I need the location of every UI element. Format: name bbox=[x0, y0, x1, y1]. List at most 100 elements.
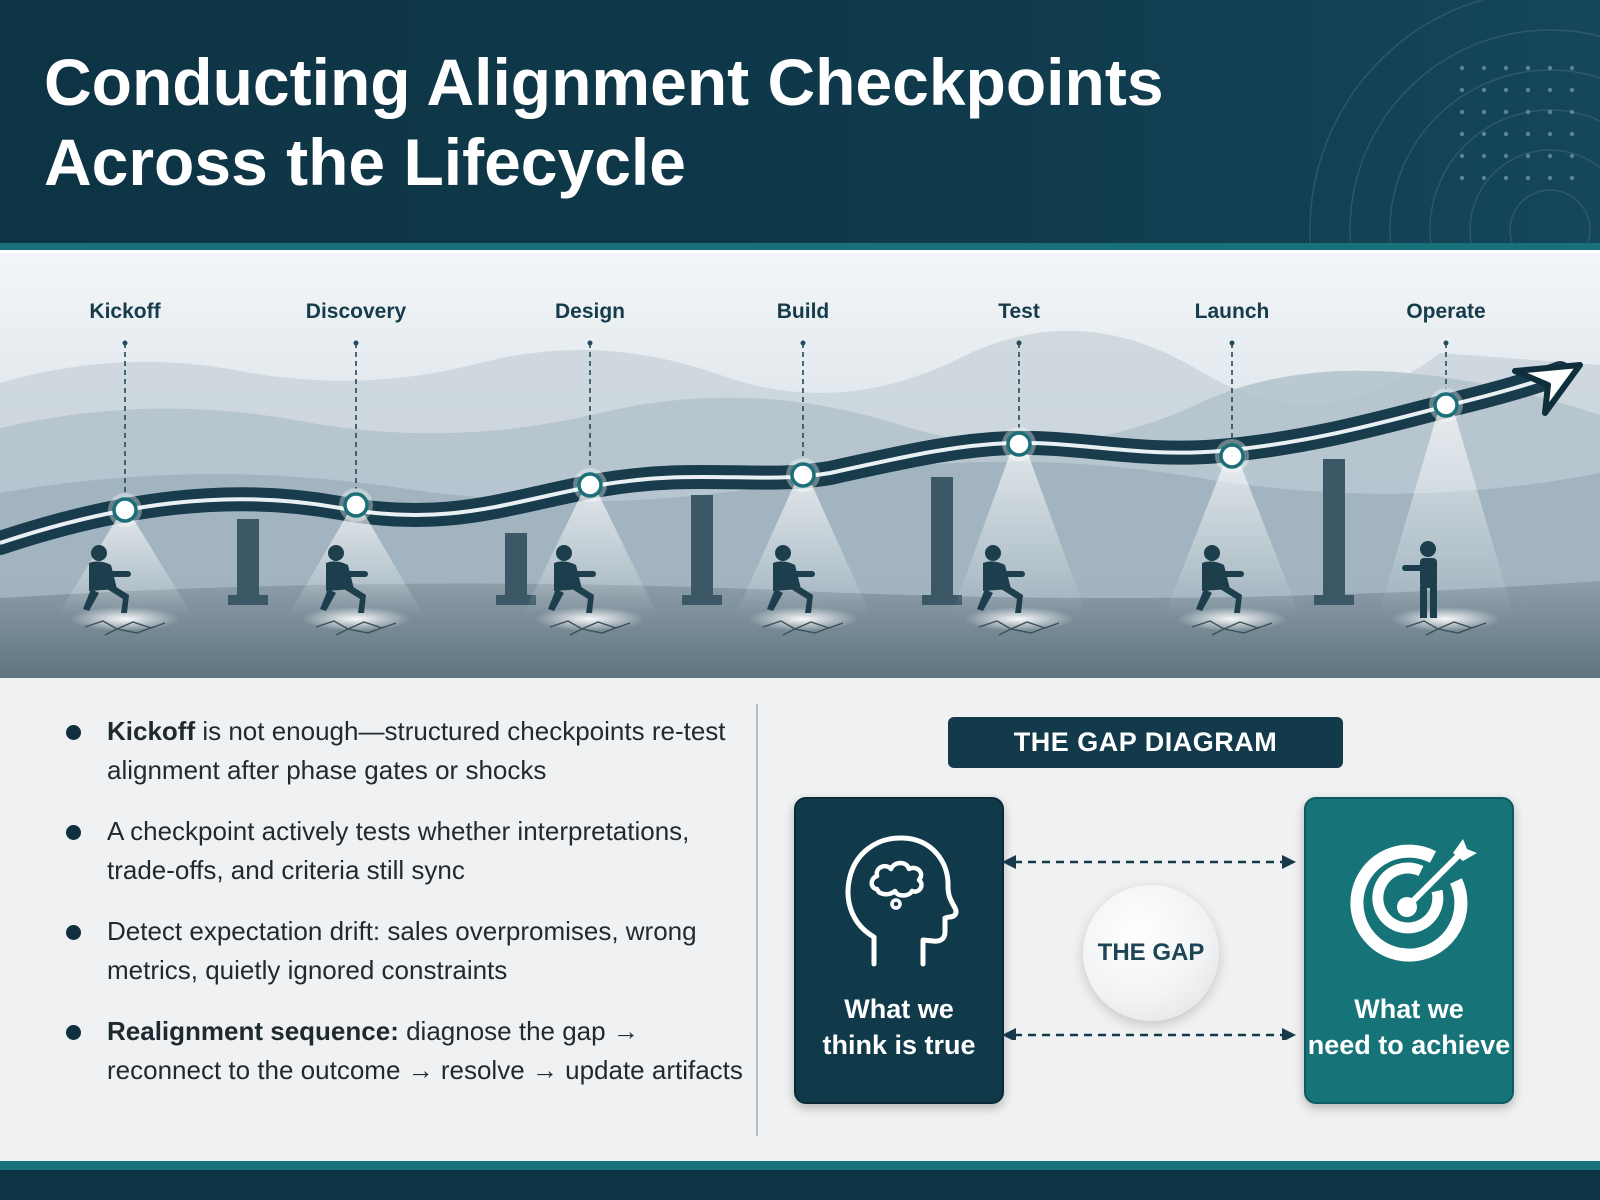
deco-dot bbox=[1503, 87, 1509, 93]
gap-circle-label: THE GAP bbox=[1097, 939, 1205, 966]
bridge-pillar-base bbox=[922, 595, 962, 605]
deco-dot bbox=[1503, 131, 1509, 137]
ground-glow bbox=[301, 607, 411, 631]
worker-leg bbox=[572, 585, 594, 613]
section-divider bbox=[756, 704, 758, 1136]
deco-dot bbox=[1547, 153, 1553, 159]
bridge-pillar bbox=[931, 477, 953, 603]
arrow-right-tip-bottom bbox=[1282, 1028, 1296, 1040]
worker-body bbox=[326, 561, 354, 591]
worker-leg bbox=[320, 589, 336, 611]
worker-arm bbox=[1220, 571, 1244, 577]
deco-dot bbox=[1481, 175, 1487, 181]
worker-body bbox=[554, 561, 582, 591]
worker-figure bbox=[1196, 545, 1244, 613]
checkpoint-node bbox=[577, 472, 603, 498]
checkpoint-node bbox=[1219, 443, 1245, 469]
guide-dot bbox=[587, 340, 593, 346]
bullet-realignment: Realignment sequence: diagnose the gap →… bbox=[64, 1012, 744, 1090]
worker-body bbox=[89, 561, 117, 591]
bullet-kickoff: Kickoff is not enough—structured checkpo… bbox=[64, 712, 744, 790]
deco-dot bbox=[1481, 131, 1487, 137]
arrow-right-tip-top bbox=[1282, 855, 1296, 869]
worker-body bbox=[983, 561, 1011, 591]
worker-leg bbox=[767, 589, 783, 611]
phase-label-discovery: Discovery bbox=[305, 300, 407, 323]
bridge-pillars bbox=[228, 459, 1354, 605]
phase-label-launch: Launch bbox=[1194, 300, 1270, 323]
guide-dot bbox=[1016, 340, 1022, 346]
deco-dot bbox=[1525, 175, 1531, 181]
deco-dot bbox=[1547, 87, 1553, 93]
deco-dot bbox=[1569, 131, 1575, 137]
arrow-left-tip-bottom bbox=[1002, 1028, 1016, 1040]
deco-dot bbox=[1459, 65, 1465, 71]
phase-label-operate: Operate bbox=[1406, 300, 1486, 323]
worker-figure bbox=[83, 545, 131, 613]
worker-arm bbox=[791, 571, 815, 577]
worker-arm bbox=[107, 571, 131, 577]
ground-crack bbox=[84, 620, 166, 636]
phase-label-build: Build bbox=[776, 300, 830, 323]
ground-glow bbox=[70, 607, 180, 631]
ground-glow bbox=[1391, 607, 1501, 631]
bridge-pillar bbox=[1323, 459, 1345, 603]
belief-card-label: What we think is true bbox=[822, 994, 976, 1060]
checkpoint-node bbox=[112, 497, 138, 523]
deco-dot bbox=[1481, 65, 1487, 71]
ground-crack bbox=[762, 620, 844, 636]
worker-figure bbox=[548, 545, 596, 613]
ground-crack bbox=[1405, 620, 1487, 636]
worker-leg bbox=[1420, 586, 1427, 618]
deco-dot bbox=[1481, 87, 1487, 93]
guide-dot bbox=[1229, 340, 1235, 346]
gap-circle: THE GAP bbox=[1083, 885, 1219, 1021]
concentric-arcs-decoration bbox=[1309, 0, 1600, 243]
arrow-left-tip-top bbox=[1002, 855, 1016, 869]
title-line-1: Conducting Alignment Checkpoints bbox=[44, 45, 1164, 119]
deco-dot bbox=[1459, 109, 1465, 115]
worker-head bbox=[91, 545, 107, 561]
worker-figure bbox=[767, 545, 815, 613]
deco-dot bbox=[1459, 87, 1465, 93]
header-rule-teal bbox=[0, 243, 1600, 250]
checkpoint-node bbox=[343, 492, 369, 518]
phase-label-design: Design bbox=[554, 300, 625, 323]
worker-leg bbox=[1196, 589, 1212, 611]
worker-leg bbox=[1430, 586, 1437, 618]
page-title: Conducting Alignment Checkpoints Across … bbox=[44, 42, 1244, 202]
light-beam bbox=[288, 515, 424, 616]
ground-glow bbox=[1177, 607, 1287, 631]
guide-dot bbox=[122, 340, 128, 346]
ground-glow bbox=[535, 607, 645, 631]
ground-crack bbox=[978, 620, 1060, 636]
head-thought-icon bbox=[845, 835, 959, 967]
deco-dot bbox=[1503, 175, 1509, 181]
checkpoint-node bbox=[1433, 392, 1459, 418]
phase-label-kickoff: Kickoff bbox=[89, 300, 161, 323]
deco-dot bbox=[1459, 175, 1465, 181]
worker-figure bbox=[977, 545, 1025, 613]
bridge-pillar bbox=[237, 519, 259, 603]
deco-dot bbox=[1503, 109, 1509, 115]
deco-dot bbox=[1503, 153, 1509, 159]
guide-dot bbox=[1443, 340, 1449, 346]
lifecycle-bridge-scene bbox=[0, 253, 1600, 678]
worker-head bbox=[1420, 541, 1436, 557]
deco-dot bbox=[1459, 153, 1465, 159]
worker-head bbox=[556, 545, 572, 561]
target-arrow-icon bbox=[1350, 839, 1477, 962]
worker-leg bbox=[107, 585, 129, 613]
title-line-2: Across the Lifecycle bbox=[44, 125, 686, 199]
bridge-pillar bbox=[505, 533, 527, 603]
ground-glow bbox=[964, 607, 1074, 631]
deco-dot bbox=[1547, 65, 1553, 71]
worker-body bbox=[773, 561, 801, 591]
deco-dot bbox=[1525, 109, 1531, 115]
deco-dot bbox=[1525, 131, 1531, 137]
ground-crack bbox=[1191, 620, 1273, 636]
gap-diagram-title: THE GAP DIAGRAM bbox=[948, 717, 1343, 768]
bullet-checkpoint: A checkpoint actively tests whether inte… bbox=[64, 812, 744, 890]
worker-head bbox=[328, 545, 344, 561]
bridge-pillar-base bbox=[228, 595, 268, 605]
